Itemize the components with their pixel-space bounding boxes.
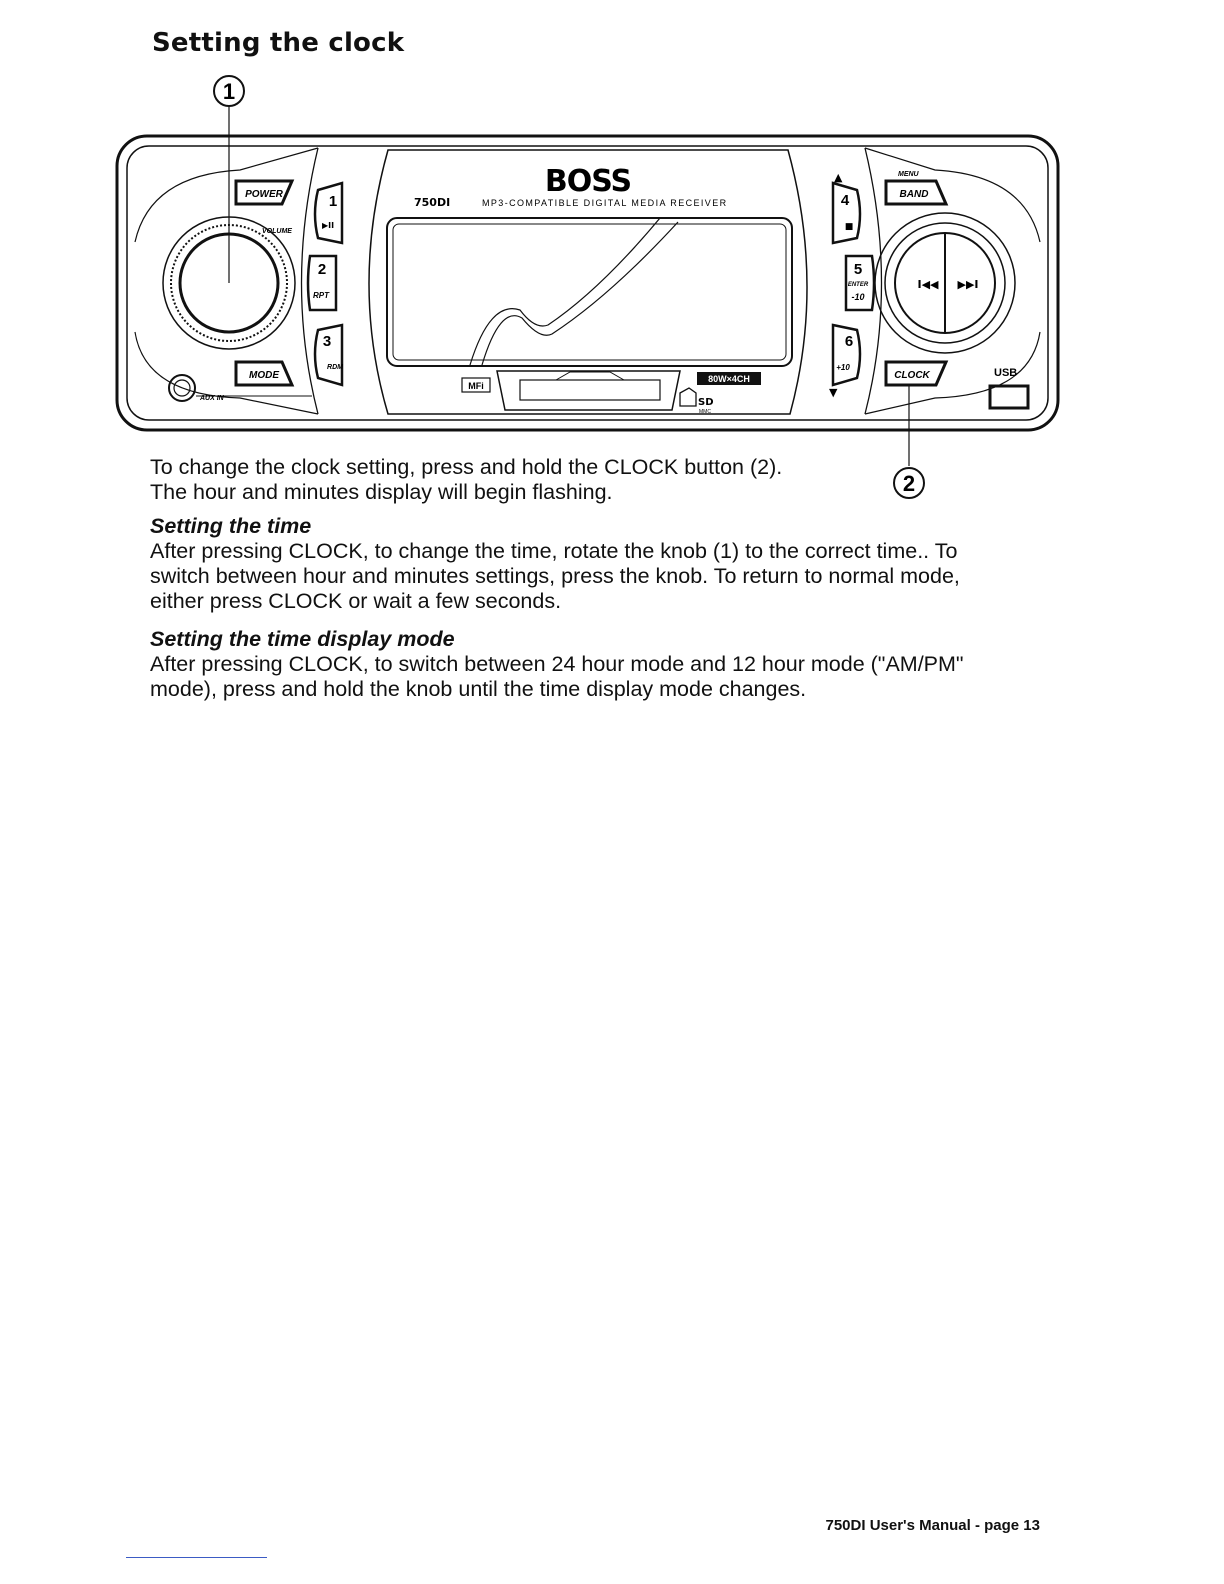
svg-text:2: 2 (318, 261, 326, 278)
svg-text:1: 1 (223, 79, 235, 104)
section-line: switch between hour and minutes settings… (150, 564, 960, 588)
preset-2-button[interactable]: 2 RPT (306, 254, 338, 312)
svg-text:MODE: MODE (249, 370, 279, 381)
model-label: 750DI (414, 196, 450, 209)
display-window (386, 217, 793, 367)
section-line: mode), press and hold the knob until the… (150, 677, 807, 701)
mfi-badge: MFi (461, 377, 491, 393)
clock-button[interactable]: CLOCK (884, 360, 949, 387)
next-track-icon[interactable]: ▶▶I (957, 278, 978, 291)
svg-text:3: 3 (323, 333, 331, 350)
menu-label: MENU (898, 171, 920, 178)
svg-text:CLOCK: CLOCK (894, 370, 930, 381)
sd-mmc-badge: SD MMC (679, 387, 714, 415)
svg-text:5: 5 (854, 261, 862, 278)
tagline: MP3-COMPATIBLE DIGITAL MEDIA RECEIVER (482, 198, 728, 208)
preset-5-button[interactable]: 5 ENTER -10 (844, 254, 876, 312)
up-arrow-icon: ▲ (834, 171, 843, 184)
previous-track-icon[interactable]: I◀◀ (917, 278, 939, 291)
svg-text:2: 2 (903, 471, 915, 496)
center-bay (368, 149, 808, 415)
down-arrow-icon: ▼ (829, 386, 838, 399)
page-footer: 750DI User's Manual - page 13 (825, 1517, 1041, 1534)
svg-text:RDM: RDM (327, 364, 343, 371)
callout-1: 1 (213, 75, 245, 107)
intro-line: The hour and minutes display will begin … (150, 480, 613, 504)
power-button[interactable]: POWER (234, 179, 295, 206)
mode-button[interactable]: MODE (234, 360, 295, 387)
faceplate-inner (126, 145, 1049, 421)
svg-text:SD: SD (698, 397, 714, 408)
intro-line: To change the clock setting, press and h… (150, 455, 783, 479)
intro-paragraph: To change the clock setting, press and h… (150, 455, 1050, 505)
preset-6-button[interactable]: 6 +10 (831, 323, 862, 387)
aux-in-label: AUX IN (199, 395, 225, 402)
svg-text:-10: -10 (851, 292, 864, 302)
usb-label: USB (994, 367, 1017, 379)
faceplate-outer (115, 134, 1060, 432)
aux-in-jack[interactable] (168, 374, 196, 402)
svg-text:80W×4CH: 80W×4CH (708, 374, 750, 384)
preset-4-button[interactable]: 4 ■ (831, 181, 862, 245)
section-setting-time: Setting the time After pressing CLOCK, t… (150, 514, 1050, 614)
svg-text:BAND: BAND (900, 189, 929, 200)
media-slot (496, 370, 681, 411)
receiver-diagram: 1 2 POWER VOLUME MODE AUX IN 1 ▶II 2 RPT… (115, 75, 1060, 499)
svg-text:■: ■ (845, 222, 854, 232)
svg-text:4: 4 (841, 192, 850, 209)
brand-logo: BOSS (545, 164, 631, 199)
svg-text:1: 1 (329, 193, 337, 210)
preset-1-button[interactable]: 1 ▶II (313, 181, 344, 245)
section-display-mode: Setting the time display mode After pres… (150, 627, 1050, 702)
svg-text:POWER: POWER (245, 189, 284, 200)
svg-text:6: 6 (845, 333, 853, 350)
svg-text:+10: +10 (836, 363, 850, 372)
power-rating-badge: 80W×4CH (697, 372, 761, 385)
callout-2: 2 (893, 467, 925, 499)
band-button[interactable]: BAND (884, 179, 949, 206)
svg-text:▶II: ▶II (322, 221, 334, 230)
svg-text:ENTER: ENTER (848, 282, 869, 288)
volume-label: VOLUME (262, 228, 292, 235)
section-heading: Setting the time display mode (150, 627, 455, 651)
section-heading: Setting the time (150, 514, 312, 538)
preset-3-button[interactable]: 3 RDM (313, 323, 344, 387)
section-line: After pressing CLOCK, to switch between … (150, 652, 964, 676)
bottom-rule (126, 1557, 267, 1558)
svg-text:RPT: RPT (313, 291, 330, 300)
section-line: either press CLOCK or wait a few seconds… (150, 589, 562, 613)
section-line: After pressing CLOCK, to change the time… (150, 539, 958, 563)
page-title: Setting the clock (152, 28, 405, 58)
svg-text:MFi: MFi (468, 381, 484, 391)
usb-port[interactable] (988, 384, 1030, 410)
svg-text:MMC: MMC (699, 409, 711, 415)
